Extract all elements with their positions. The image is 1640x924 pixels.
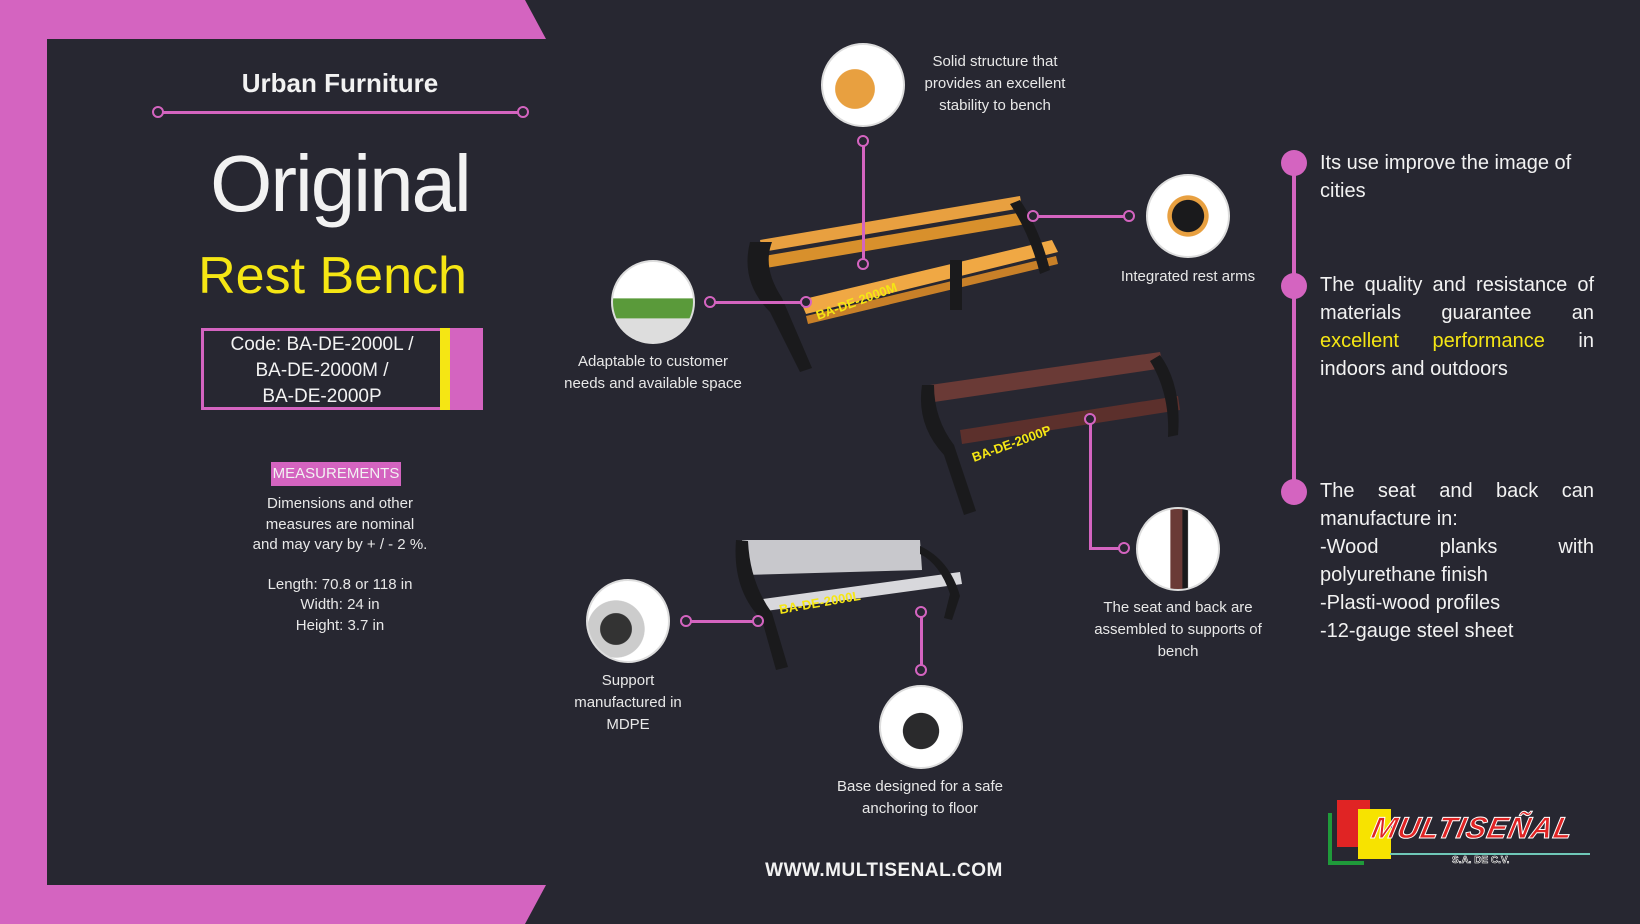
logo-wordmark: MULTISEÑAL <box>1368 812 1577 846</box>
code-box-yellow-bar <box>440 328 450 410</box>
connector-dot <box>752 615 764 627</box>
feature-bullet <box>1281 150 1307 176</box>
code-box-pink-bar <box>450 328 483 410</box>
bench-wood-P: BA-DE-2000P <box>920 352 1180 515</box>
code-box: Code: BA-DE-2000L / BA-DE-2000M / BA-DE-… <box>201 328 483 410</box>
caption-base: Base designed for a safe anchoring to fl… <box>837 778 1003 817</box>
connector-dot <box>704 296 716 308</box>
title-divider <box>160 111 520 114</box>
feature-text: The quality and resistance of materials … <box>1320 274 1594 324</box>
connector-dot <box>1123 210 1135 222</box>
caption-seat: The seat and back are assembled to suppo… <box>1094 599 1262 660</box>
multisenal-logo: MULTISEÑAL S.A. DE C.V. <box>1328 800 1590 866</box>
caption-adaptable: Adaptable to customer needs and availabl… <box>564 353 742 392</box>
connector-seat-h <box>1089 547 1125 550</box>
arms-detail-image <box>1146 174 1230 258</box>
feature-text: in indoors and outdoors <box>1320 330 1594 380</box>
connector-arms <box>1033 215 1129 218</box>
seat-detail-image <box>1136 507 1220 591</box>
logo-underline <box>1390 853 1590 855</box>
connector-support <box>686 620 758 623</box>
website-link[interactable]: WWW.MULTISENAL.COM <box>765 860 1003 881</box>
measurements-badge: MEASUREMENTS <box>271 462 401 486</box>
features-timeline <box>1292 163 1296 493</box>
connector-dot <box>680 615 692 627</box>
top-frame-band <box>0 0 546 39</box>
feature-highlight: excellent performance <box>1320 330 1545 352</box>
bottom-frame-band <box>0 885 546 924</box>
divider-dot-left <box>152 106 164 118</box>
product-subtitle: Rest Bench <box>198 247 467 305</box>
logo-suffix: S.A. DE C.V. <box>1452 855 1510 867</box>
base-detail-image <box>879 685 963 769</box>
measurements-note: and may vary by + / - 2 %. <box>252 536 428 553</box>
product-title: Original <box>210 139 472 228</box>
measurements-note: measures are nominal <box>265 515 415 533</box>
left-frame-strip <box>0 0 47 924</box>
connector-dot <box>800 296 812 308</box>
logo-green-block <box>1328 813 1364 865</box>
divider-dot-right <box>517 106 529 118</box>
connector-dot <box>915 606 927 618</box>
feature-line: The seat and back can manufacture in: <box>1320 480 1594 530</box>
feature-line: -Wood planks with polyurethane finish <box>1320 536 1594 586</box>
connector-structure <box>862 140 865 264</box>
feature-city-image: Its use improve the image of cities <box>1320 152 1572 202</box>
spec-height: Height: 3.7 in <box>295 616 385 634</box>
connector-seat <box>1089 418 1092 549</box>
support-detail-image <box>586 579 670 663</box>
connector-dot <box>857 258 869 270</box>
spec-width: Width: 24 in <box>300 596 380 613</box>
adaptable-detail-image <box>611 260 695 344</box>
code-line: Code: BA-DE-2000L / <box>230 334 414 355</box>
connector-dot <box>915 664 927 676</box>
connector-dot <box>1084 413 1096 425</box>
feature-bullet <box>1281 273 1307 299</box>
connector-dot <box>1027 210 1039 222</box>
structure-detail-image <box>821 43 905 127</box>
connector-dot <box>857 135 869 147</box>
feature-line: -12-gauge steel sheet <box>1320 620 1514 642</box>
caption-arms: Integrated rest arms <box>1120 268 1256 285</box>
connector-base <box>920 612 923 670</box>
connector-dot <box>1118 542 1130 554</box>
connector-adaptable <box>710 301 806 304</box>
feature-line: -Plasti-wood profiles <box>1320 592 1501 614</box>
caption-structure: Solid structure that provides an excelle… <box>924 53 1066 114</box>
bench-wood-M: BA-DE-2000M <box>747 196 1058 372</box>
bench-steel-L: BA-DE-2000L <box>735 540 962 670</box>
code-line: BA-DE-2000P <box>262 386 382 407</box>
code-line: BA-DE-2000M / <box>255 360 389 381</box>
feature-materials: The seat and back can manufacture in: -W… <box>1320 477 1594 645</box>
category-title: Urban Furniture <box>241 68 439 98</box>
spec-length: Length: 70.8 or 118 in <box>267 575 413 593</box>
caption-support: Support manufactured in MDPE <box>574 672 682 733</box>
feature-bullet <box>1281 479 1307 505</box>
feature-quality: The quality and resistance of materials … <box>1320 271 1594 383</box>
logo-yellow-block <box>1358 809 1391 859</box>
measurements-note: Dimensions and other <box>267 495 413 512</box>
